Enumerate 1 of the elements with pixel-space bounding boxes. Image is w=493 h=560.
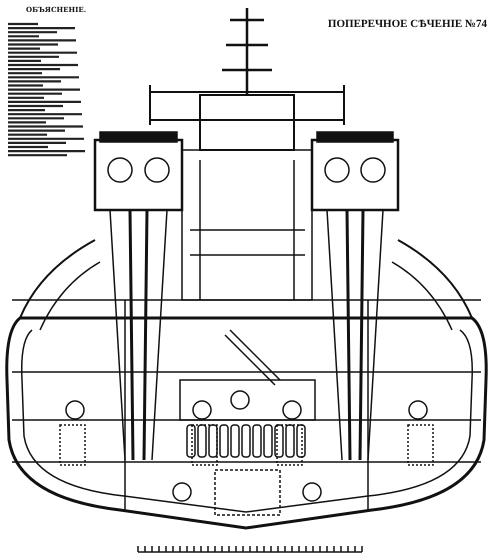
drawing-title: ПОПЕРЕЧНОЕ СѢЧЕНІЕ №74: [328, 18, 487, 30]
